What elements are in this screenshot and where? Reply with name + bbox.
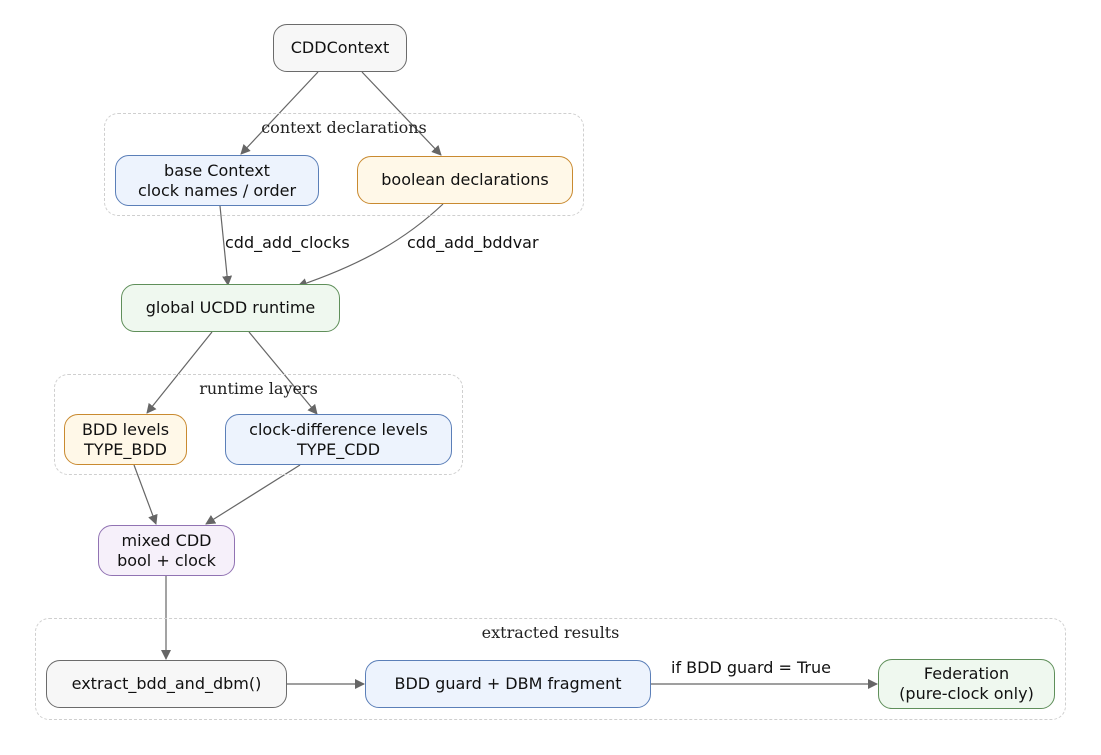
node-label: boolean declarations <box>381 170 549 189</box>
node-clock-difference-levels: clock-difference levels TYPE_CDD <box>225 414 452 465</box>
edge-global-runtime-to-bdd-levels <box>146 331 213 414</box>
node-label-line-1: BDD levels <box>81 419 170 439</box>
node-bdd-guard-dbm-fragment: BDD guard + DBM fragment <box>365 660 651 708</box>
cluster-extracted-results: extracted results <box>35 618 1066 720</box>
edge-boolean-declarations-to-global-runtime <box>297 203 444 288</box>
cluster-label: context declarations <box>261 118 427 137</box>
node-global-ucdd-runtime: global UCDD runtime <box>121 284 340 332</box>
node-label: extract_bdd_and_dbm() <box>71 674 262 693</box>
edge-label-cdd-add-bddvar: cdd_add_bddvar <box>407 233 539 252</box>
edges <box>133 71 878 689</box>
node-boolean-declarations: boolean declarations <box>357 156 573 204</box>
node-label: CDDContext <box>290 38 390 57</box>
edge-global-runtime-to-clock-difference-levels <box>248 331 318 415</box>
node-label-line-2: TYPE_BDD <box>84 439 167 459</box>
node-label-line-2: bool + clock <box>117 550 216 570</box>
edge-label-if-bdd-guard-true: if BDD guard = True <box>671 658 831 677</box>
cluster-label: runtime layers <box>199 379 318 398</box>
node-label-line-2: (pure-clock only) <box>899 684 1034 703</box>
node-bdd-levels: BDD levels TYPE_BDD <box>64 414 187 465</box>
cluster-runtime-layers: runtime layers <box>54 374 463 475</box>
node-label-line-1: Federation <box>923 664 1010 683</box>
node-label-line-1: clock-difference levels <box>249 419 428 439</box>
node-extract-bdd-and-dbm: extract_bdd_and_dbm() <box>46 660 287 708</box>
cluster-label: extracted results <box>481 623 620 642</box>
cluster-context-declarations: context declarations <box>104 113 584 216</box>
node-mixed-cdd: mixed CDD bool + clock <box>98 525 235 576</box>
edge-label-cdd-add-clocks: cdd_add_clocks <box>225 233 350 252</box>
edge-base-context-to-global-runtime <box>219 205 233 286</box>
node-label-line-1: base Context <box>164 160 270 180</box>
node-label-line-1: mixed CDD <box>121 530 212 550</box>
node-label-line-2: TYPE_CDD <box>296 439 381 459</box>
node-label: global UCDD runtime <box>145 298 316 317</box>
node-label-line-2: clock names / order <box>137 180 297 200</box>
node-cddcontext: CDDContext <box>273 24 407 72</box>
node-base-context: base Context clock names / order <box>115 155 319 206</box>
node-label: BDD guard + DBM fragment <box>394 674 622 693</box>
node-federation: Federation (pure-clock only) <box>878 659 1055 709</box>
